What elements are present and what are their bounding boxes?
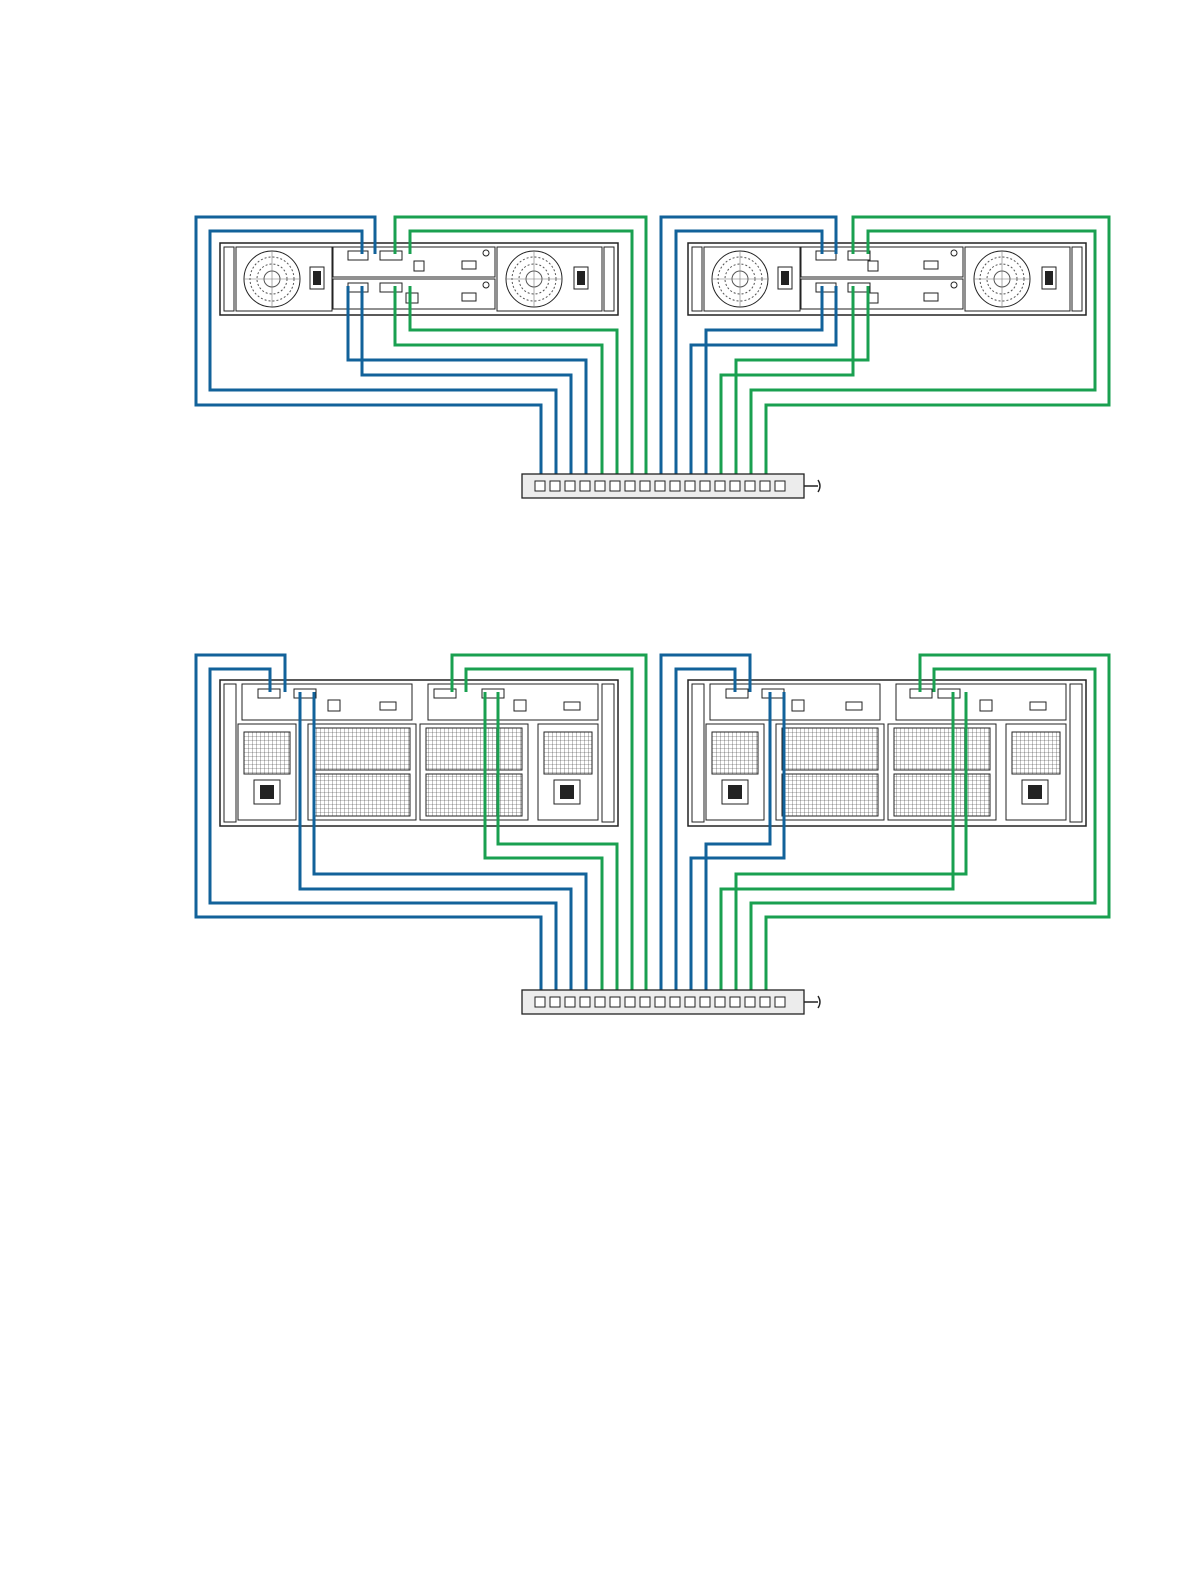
enclosure-4u-right: [688, 680, 1086, 826]
switch-port: [610, 997, 620, 1007]
switch-port: [715, 997, 725, 1007]
psu-left: [238, 724, 296, 820]
controller-a: [333, 247, 495, 277]
controller-b: [333, 279, 495, 309]
switch-port: [595, 997, 605, 1007]
switch-port: [640, 481, 650, 491]
fan-module: [308, 724, 416, 820]
switch-port: [700, 997, 710, 1007]
fan-icon: [506, 251, 562, 307]
switch-port: [775, 481, 785, 491]
switch-port: [670, 997, 680, 1007]
controller-a: [801, 247, 963, 277]
enclosure-2u-left: [220, 243, 618, 315]
switch-port: [565, 481, 575, 491]
switch-port: [580, 481, 590, 491]
diagram-top: [196, 217, 1109, 498]
switch-port: [715, 481, 725, 491]
switch-port: [730, 997, 740, 1007]
fan-module: [888, 724, 996, 820]
psu-left: [706, 724, 764, 820]
switch-port: [760, 997, 770, 1007]
enclosure-2u-right: [688, 243, 1086, 315]
switch-port: [745, 481, 755, 491]
switch-port: [625, 481, 635, 491]
switch-port: [685, 481, 695, 491]
switch-port: [625, 997, 635, 1007]
psu-right: [497, 247, 602, 311]
psu-left: [704, 247, 800, 311]
switch-port: [655, 481, 665, 491]
switch-port: [760, 481, 770, 491]
controller-a: [242, 684, 412, 720]
enclosure-4u-left: [220, 680, 618, 826]
switch-port: [655, 997, 665, 1007]
fan-module: [420, 724, 528, 820]
switch-port: [700, 481, 710, 491]
psu-right: [538, 724, 598, 820]
switch-port: [565, 997, 575, 1007]
fan-module: [776, 724, 884, 820]
psu-left: [236, 247, 332, 311]
diagram-bottom: [196, 655, 1109, 1014]
switch-port: [685, 997, 695, 1007]
switch-port: [640, 997, 650, 1007]
fan-icon: [974, 251, 1030, 307]
network-switch-icon: [522, 990, 820, 1014]
switch-port: [730, 481, 740, 491]
switch-port: [595, 481, 605, 491]
network-switch-icon: [522, 474, 820, 498]
switch-port: [670, 481, 680, 491]
switch-port: [610, 481, 620, 491]
fan-icon: [712, 251, 768, 307]
fan-icon: [244, 251, 300, 307]
switch-port: [535, 997, 545, 1007]
switch-port: [745, 997, 755, 1007]
switch-port: [580, 997, 590, 1007]
switch-port: [535, 481, 545, 491]
controller-b: [801, 279, 963, 309]
psu-right: [965, 247, 1070, 311]
psu-right: [1006, 724, 1066, 820]
switch-port: [550, 997, 560, 1007]
switch-port: [775, 997, 785, 1007]
switch-port: [550, 481, 560, 491]
